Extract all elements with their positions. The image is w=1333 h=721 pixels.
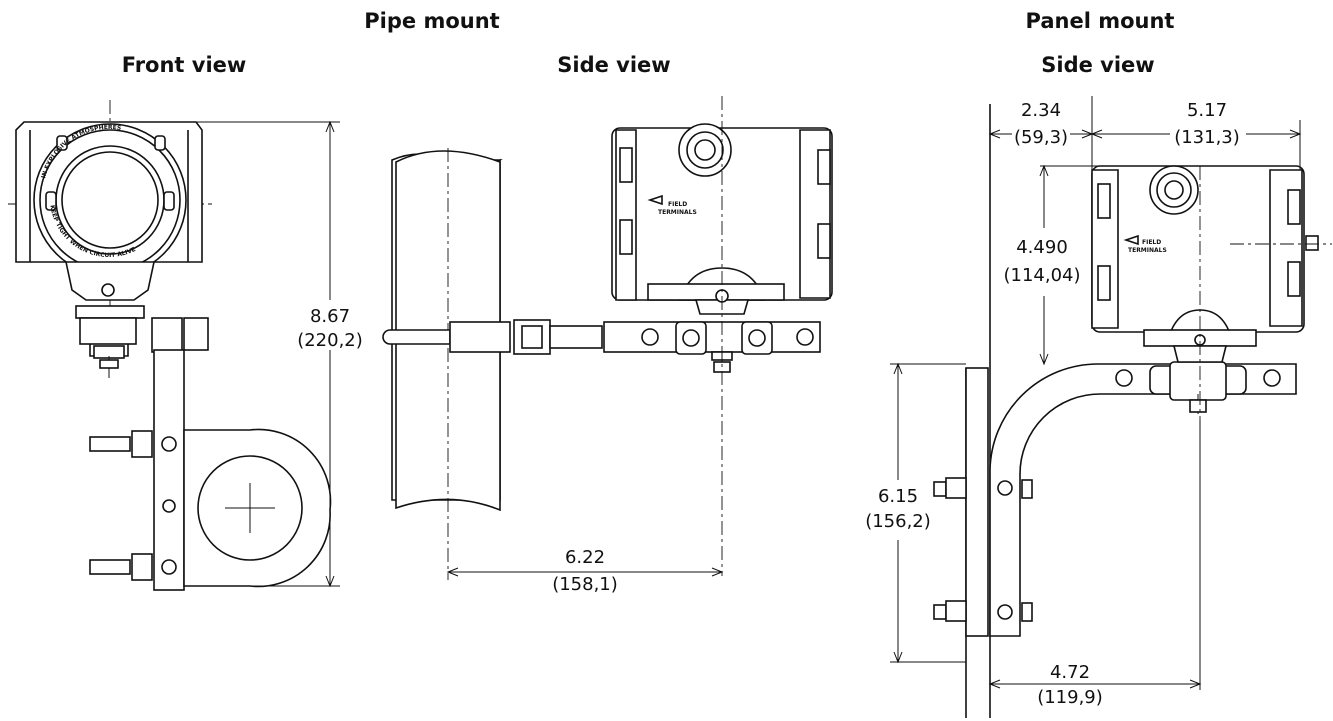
dimension-panel-top: 2.34 (59,3) 5.17 (131,3) bbox=[988, 96, 1302, 170]
panel-side-terminals-label: TERMINALS bbox=[1128, 247, 1167, 254]
bracket-height-inches: 6.15 bbox=[878, 486, 918, 507]
panel-side-field-label: FIELD bbox=[1142, 239, 1161, 246]
bracket-height-mm: (156,2) bbox=[865, 511, 931, 532]
dimension-depth-pipe-side: 6.22 (158,1) bbox=[446, 547, 724, 595]
panel-height-inches: 4.490 bbox=[1016, 237, 1068, 258]
dimension-height-front: 8.67 (220,2) bbox=[190, 120, 363, 588]
pipe-side-field-label: FIELD bbox=[668, 201, 687, 208]
dimension-panel-height: 4.490 (114,04) bbox=[1000, 164, 1098, 366]
pipe-mount-heading: Pipe mount bbox=[364, 9, 499, 33]
front-height-inches: 8.67 bbox=[310, 306, 350, 327]
panel-offset-inches: 2.34 bbox=[1021, 100, 1061, 121]
front-view-heading: Front view bbox=[122, 53, 247, 77]
pipe-side-depth-mm: (158,1) bbox=[552, 574, 618, 595]
panel-side-view-heading: Side view bbox=[1041, 53, 1154, 77]
front-view-drawing: IN EXPLOSIVE ATMOSPHERES KEEP TIGHT WHEN… bbox=[8, 100, 332, 591]
panel-side-view-drawing: FIELD TERMINALS bbox=[933, 104, 1332, 718]
panel-mount-heading: Panel mount bbox=[1026, 9, 1175, 33]
panel-reach-inches: 4.72 bbox=[1050, 662, 1090, 683]
pipe-side-view-heading: Side view bbox=[557, 53, 670, 77]
pipe-side-terminals-label: TERMINALS bbox=[658, 209, 697, 216]
panel-reach-mm: (119,9) bbox=[1037, 687, 1103, 708]
dimension-bracket-height: 6.15 (156,2) bbox=[865, 362, 966, 664]
panel-housing-inches: 5.17 bbox=[1187, 100, 1227, 121]
pipe-side-view-drawing: FIELD TERMINALS bbox=[382, 96, 833, 580]
pipe-side-depth-inches: 6.22 bbox=[565, 547, 605, 568]
panel-height-mm: (114,04) bbox=[1003, 265, 1080, 286]
panel-offset-mm: (59,3) bbox=[1014, 127, 1068, 148]
front-height-mm: (220,2) bbox=[297, 330, 363, 351]
panel-housing-mm: (131,3) bbox=[1174, 127, 1240, 148]
dimension-panel-reach: 4.72 (119,9) bbox=[988, 420, 1202, 708]
